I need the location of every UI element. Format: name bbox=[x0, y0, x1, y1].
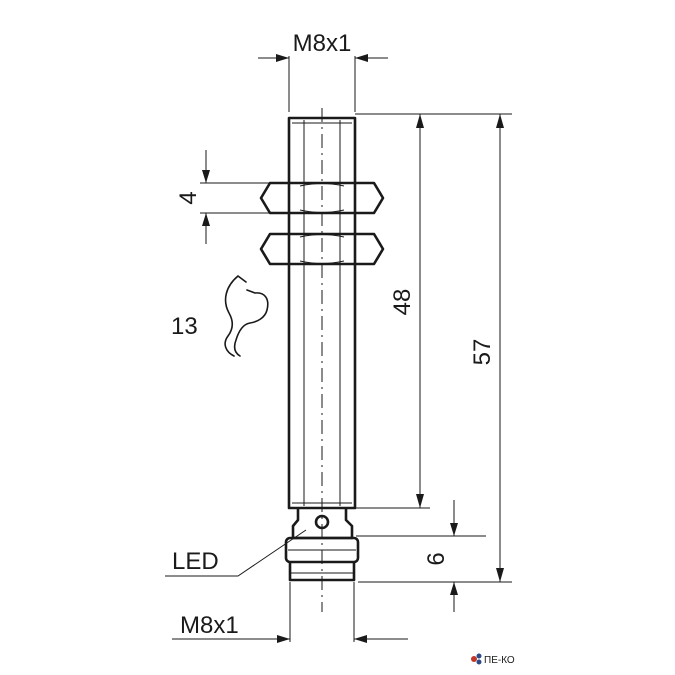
total-length-dimension: 57 bbox=[358, 113, 512, 583]
connector-length-label: 6 bbox=[423, 552, 450, 565]
led-label: LED bbox=[172, 548, 219, 575]
watermark-text: ПЕ-КО bbox=[484, 655, 515, 666]
watermark: ПЕ-КО bbox=[471, 653, 515, 666]
top-thread-dimension: M8x1 bbox=[258, 30, 388, 112]
housing-length-dimension: 48 bbox=[355, 113, 430, 509]
lower-nut bbox=[259, 232, 385, 266]
bottom-thread-dimension: M8x1 bbox=[172, 582, 408, 643]
nut-height-label: 4 bbox=[175, 191, 202, 204]
total-length-label: 57 bbox=[469, 339, 496, 366]
bottom-thread-label: M8x1 bbox=[180, 612, 239, 639]
nut-height-dimension: 4 bbox=[175, 150, 270, 244]
led-callout: LED bbox=[165, 529, 307, 577]
wrench-size-label: 13 bbox=[171, 313, 198, 340]
wrench-size: 13 bbox=[171, 275, 269, 357]
wrench-icon bbox=[224, 275, 269, 357]
top-thread-label: M8x1 bbox=[293, 30, 352, 57]
housing-length-label: 48 bbox=[389, 289, 416, 316]
watermark-logo-icon bbox=[471, 656, 477, 662]
connector-length-dimension: 6 bbox=[356, 500, 486, 612]
